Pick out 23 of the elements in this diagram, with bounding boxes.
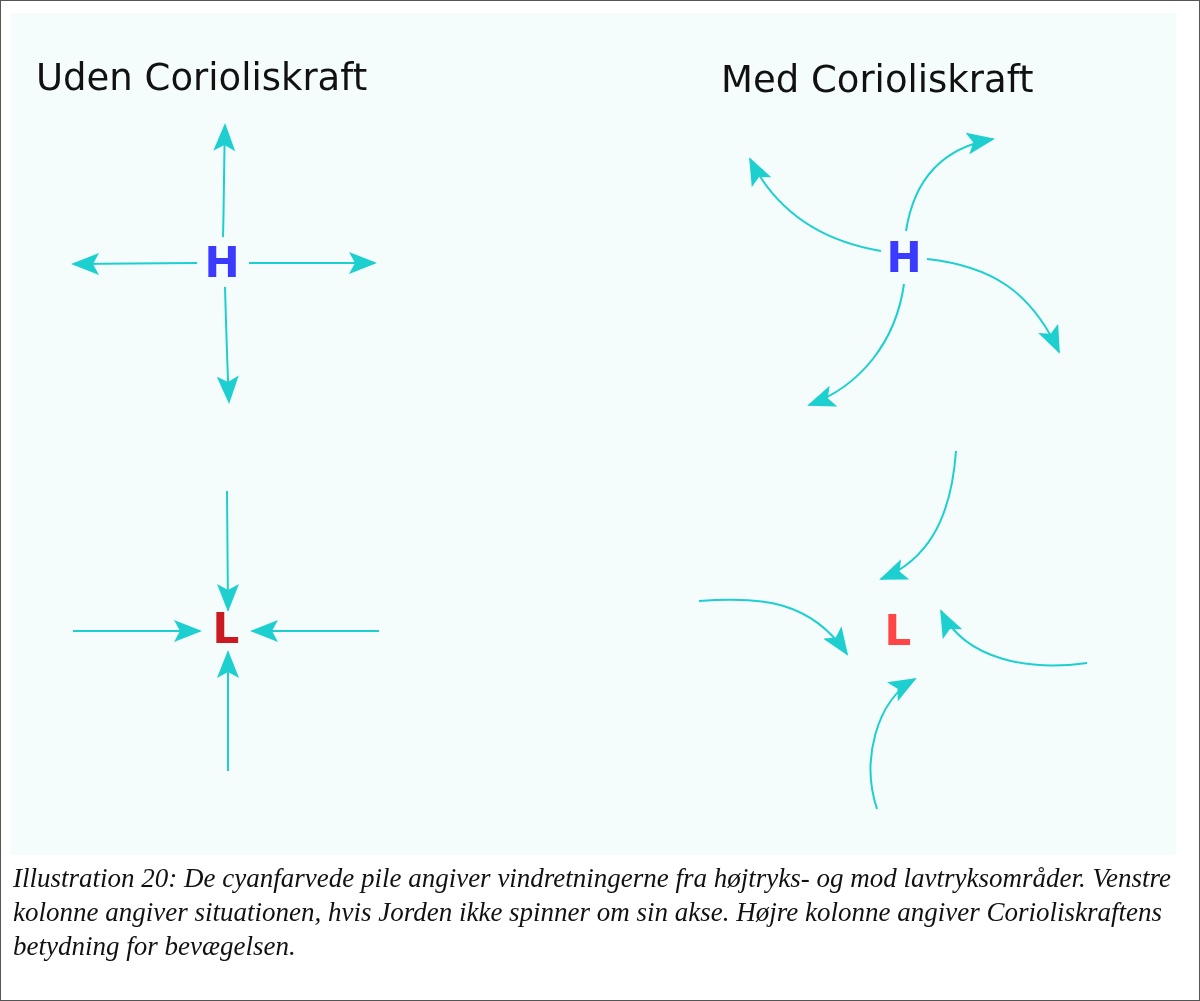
wind-arrow bbox=[749, 157, 882, 252]
pressure-letter: H bbox=[882, 233, 926, 283]
wind-arrow bbox=[939, 609, 1088, 667]
wind-arrow bbox=[926, 258, 1060, 354]
wind-arrow bbox=[216, 286, 239, 404]
wind-arrow bbox=[217, 650, 239, 772]
wind-arrow bbox=[71, 252, 198, 275]
wind-arrow bbox=[698, 598, 849, 656]
wind-arrow bbox=[869, 677, 917, 810]
wind-arrow bbox=[879, 450, 957, 580]
panel-title: Uden Corioliskraft bbox=[36, 59, 368, 96]
wind-arrow bbox=[250, 620, 380, 642]
wind-arrow bbox=[213, 123, 236, 238]
pressure-letter: L bbox=[876, 606, 920, 656]
wind-arrow bbox=[216, 490, 239, 612]
wind-arrow bbox=[248, 252, 377, 274]
panel-title: Med Corioliskraft bbox=[721, 61, 1034, 98]
wind-arrow bbox=[905, 134, 995, 232]
wind-arrow bbox=[807, 283, 905, 406]
pressure-letter: H bbox=[200, 238, 244, 288]
pressure-letter: L bbox=[204, 604, 248, 654]
caption: Illustration 20: De cyanfarvede pile angiver vindretningerne fra højtryks- og mod lavtryksområder. Venstre kolonne angiver situationen, hvis Jorden ikke spinner om sin akse. Højre kolonne angiver Corioliskraftens betydning for bevægelsen. bbox=[13, 862, 1173, 963]
wind-arrow bbox=[72, 620, 202, 642]
